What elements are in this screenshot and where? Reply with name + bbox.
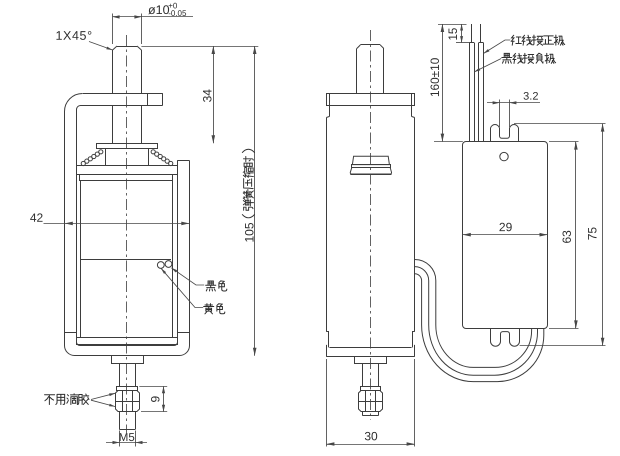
svg-text:63: 63 bbox=[560, 230, 574, 244]
svg-text:105: 105 bbox=[242, 222, 256, 242]
svg-text:1X45°: 1X45° bbox=[55, 29, 92, 43]
svg-text:75: 75 bbox=[585, 227, 599, 241]
svg-text:ø10: ø10 bbox=[148, 3, 170, 17]
svg-text:-0.05: -0.05 bbox=[168, 9, 187, 18]
svg-text:29: 29 bbox=[499, 220, 513, 234]
svg-text:34: 34 bbox=[201, 89, 215, 103]
svg-text:9: 9 bbox=[149, 396, 163, 403]
svg-text:+0: +0 bbox=[168, 1, 178, 10]
svg-text:42: 42 bbox=[30, 211, 44, 225]
svg-text:3.2: 3.2 bbox=[523, 91, 538, 103]
svg-text:15: 15 bbox=[448, 28, 460, 41]
svg-text:M5: M5 bbox=[119, 432, 135, 444]
svg-text:30: 30 bbox=[364, 429, 378, 443]
svg-text:160±10: 160±10 bbox=[428, 57, 442, 97]
